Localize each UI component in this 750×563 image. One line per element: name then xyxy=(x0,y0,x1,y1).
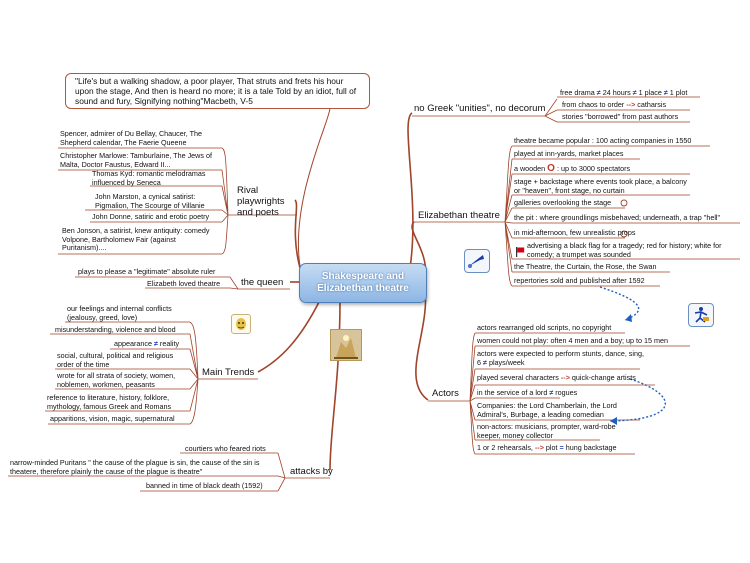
link-no-greek xyxy=(407,112,414,269)
link-actors xyxy=(415,289,429,401)
link-rival xyxy=(294,199,301,269)
leaf-stage-backstage[interactable]: stage + backstage where events took plac… xyxy=(514,177,687,195)
leaf-elizabeth-loved-theatre[interactable]: Elizabeth loved theatre xyxy=(147,279,221,288)
mask-icon xyxy=(231,314,251,334)
leaf-stories-borrowed[interactable]: stories "borrowed" from past authors xyxy=(562,112,679,121)
leaf-chaos-to-order[interactable]: from chaos to order --> catharsis xyxy=(562,100,667,109)
leaf-galleries[interactable]: galleries overlooking the stage xyxy=(514,198,612,207)
stage-picture-icon xyxy=(330,329,362,361)
leaf-spencer[interactable]: Spencer, admirer of Du Bellay, Chaucer, … xyxy=(60,129,202,147)
leaf-social-order[interactable]: social, cultural, political and religiou… xyxy=(57,351,174,369)
link-quote xyxy=(298,107,331,267)
leaf-service-of-lord[interactable]: in the service of a lord ≠ rogues xyxy=(477,388,578,397)
branch-no-greek-unities[interactable]: no Greek "unities", no decorum xyxy=(414,103,546,114)
leaf-several-characters[interactable]: played several characters --> quick-chan… xyxy=(477,373,636,382)
leaf-free-drama[interactable]: free drama ≠ 24 hours ≠ 1 place ≠ 1 plot xyxy=(560,88,688,97)
link-trends xyxy=(257,299,321,373)
leaf-misunderstanding[interactable]: misunderstanding, violence and blood xyxy=(55,325,176,334)
leaf-feelings-conflicts[interactable]: our feelings and internal conflicts (jea… xyxy=(67,304,172,322)
branch-attacks-by[interactable]: attacks by xyxy=(290,466,333,477)
leaf-marlowe[interactable]: Christopher Marlowe: Tamburlaine, The Je… xyxy=(60,151,212,169)
macbeth-quote-box[interactable]: "Life's but a walking shadow, a poor pla… xyxy=(65,73,370,109)
leaf-reference-literature[interactable]: reference to literature, history, folklo… xyxy=(47,393,172,411)
leaf-puritans[interactable]: narrow-minded Puritans " the cause of th… xyxy=(10,458,260,476)
leaf-mid-afternoon[interactable]: in mid-afternoon, few unrealistic props xyxy=(514,228,636,237)
leaf-stunts-dance[interactable]: actors were expected to perform stunts, … xyxy=(477,349,644,367)
branch-main-trends[interactable]: Main Trends xyxy=(202,367,255,378)
leaf-theatre-popular[interactable]: theatre became popular : 100 acting comp… xyxy=(514,136,692,145)
leaf-women-could-not-play[interactable]: women could not play: often 4 men and a … xyxy=(477,336,668,345)
dancer-icon xyxy=(688,303,714,327)
leaf-apparitions[interactable]: apparitions, vision, magic, supernatural xyxy=(50,414,175,423)
leaf-advertising-flag[interactable]: advertising a black flag for a tragedy; … xyxy=(527,241,722,259)
leaf-theatre-names[interactable]: the Theatre, the Curtain, the Rose, the … xyxy=(514,262,657,271)
leaf-the-pit[interactable]: the pit : where groundlings misbehaved; … xyxy=(514,213,721,222)
branch-actors[interactable]: Actors xyxy=(432,388,459,399)
leaf-companies[interactable]: Companies: the Lord Chamberlain, the Lor… xyxy=(477,401,617,419)
leaf-rehearsals[interactable]: 1 or 2 rehearsals, --> plot = hung backs… xyxy=(477,443,617,452)
leaf-legitimate-ruler[interactable]: plays to please a "legitimate" absolute … xyxy=(78,267,216,276)
link-attacks xyxy=(329,299,341,471)
red-flag-icon xyxy=(516,244,525,262)
leaf-black-death[interactable]: banned in time of black death (1592) xyxy=(146,481,263,490)
branch-elizabethan-theatre[interactable]: Elizabethan theatre xyxy=(418,210,500,221)
central-topic[interactable]: Shakespeare and Elizabethan theatre xyxy=(299,263,427,303)
leaf-donne[interactable]: John Donne, satiric and erotic poetry xyxy=(92,212,210,221)
branch-the-queen[interactable]: the queen xyxy=(241,277,284,288)
leaf-kyd[interactable]: Thomas Kyd: romantic melodramas influenc… xyxy=(92,169,206,187)
branch-rival-playwrights[interactable]: Rival playwrights and poets xyxy=(237,185,285,218)
leaf-inn-yards[interactable]: played at inn-yards, market places xyxy=(514,149,624,158)
leaf-rearranged-scripts[interactable]: actors rearranged old scripts, no copyri… xyxy=(477,323,612,332)
trumpet-icon xyxy=(464,249,490,273)
leaf-all-strata[interactable]: wrote for all strata of society, women, … xyxy=(57,371,176,389)
leaf-repertories[interactable]: repertories sold and published after 159… xyxy=(514,276,645,285)
leaf-marston[interactable]: John Marston, a cynical satirist: Pigmal… xyxy=(95,192,205,210)
leaf-courtiers[interactable]: courtiers who feared riots xyxy=(185,444,266,453)
leaf-jonson[interactable]: Ben Jonson, a satirist, knew antiquity: … xyxy=(62,226,210,253)
leaf-non-actors[interactable]: non-actors: musicians, prompter, ward-ro… xyxy=(477,422,616,440)
dotted-link-repertories xyxy=(599,286,640,321)
leaf-appearance-reality[interactable]: appearance ≠ reality xyxy=(114,339,180,348)
dotted-link-characters xyxy=(609,378,666,422)
leaf-wooden-o[interactable]: a wooden O : up to 3000 spectators xyxy=(514,163,631,174)
